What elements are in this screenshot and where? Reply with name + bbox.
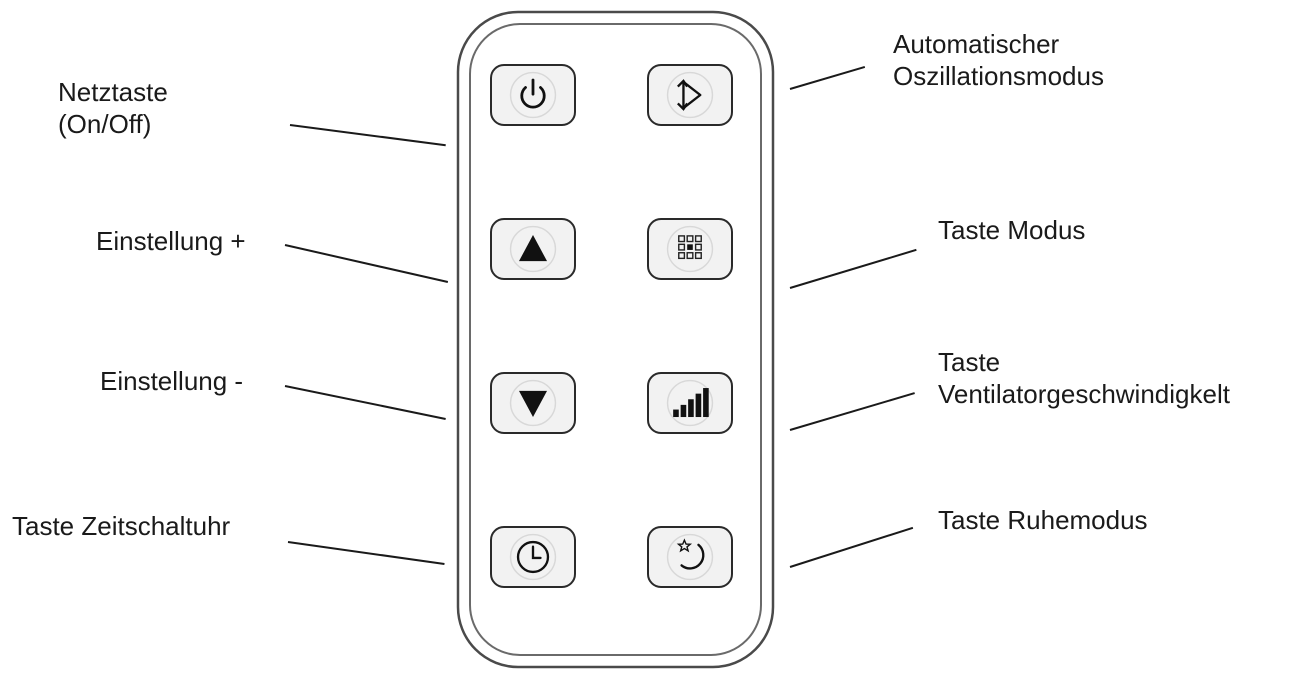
- power-icon: [509, 71, 557, 119]
- fan-speed-label: Taste Ventilatorgeschwindigkelt: [938, 346, 1230, 410]
- fan-speed-label-line2: Ventilatorgeschwindigkelt: [938, 379, 1230, 409]
- power-button[interactable]: [490, 64, 576, 126]
- clock-icon: [509, 533, 557, 581]
- sleep-button[interactable]: [647, 526, 733, 588]
- sleep-label: Taste Ruhemodus: [938, 505, 1148, 535]
- fan-speed-label-line1: Taste: [938, 347, 1001, 377]
- oscillation-label: Automatischer Oszillationsmodus: [893, 28, 1104, 92]
- power-label-line1: Netztaste: [58, 77, 168, 107]
- setting-plus-label: Einstellung +: [96, 226, 246, 256]
- oscillation-button[interactable]: [647, 64, 733, 126]
- setting-minus-label: Einstellung -: [100, 366, 244, 396]
- setting-plus-button[interactable]: [490, 218, 576, 280]
- mode-button[interactable]: [647, 218, 733, 280]
- timer-label: Taste Zeitschaltuhr: [12, 511, 231, 541]
- moon-star-icon: [666, 533, 714, 581]
- setting-minus-button[interactable]: [490, 372, 576, 434]
- oscillation-label-line2: Oszillationsmodus: [893, 61, 1104, 91]
- power-label: Netztaste (On/Off): [58, 76, 168, 140]
- signal-bars-icon: [666, 379, 714, 427]
- power-label-line2: (On/Off): [58, 109, 152, 139]
- grid-icon: [666, 225, 714, 273]
- triangle-up-icon: [509, 225, 557, 273]
- mode-label: Taste Modus: [938, 215, 1086, 245]
- triangle-down-icon: [509, 379, 557, 427]
- oscillation-label-line1: Automatischer: [893, 29, 1060, 59]
- fan-speed-button[interactable]: [647, 372, 733, 434]
- oscillation-icon: [666, 71, 714, 119]
- timer-button[interactable]: [490, 526, 576, 588]
